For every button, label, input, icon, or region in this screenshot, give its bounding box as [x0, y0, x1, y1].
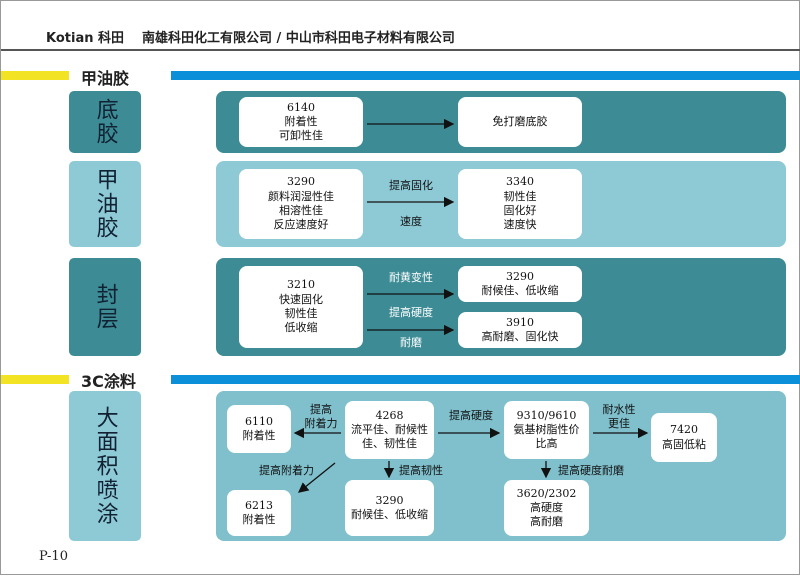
box-text-line: 低收缩	[284, 321, 318, 335]
arrow-label: 耐磨	[400, 336, 422, 349]
box-text-line: 高固低粘	[662, 437, 706, 451]
arrow-label: 提高固化	[389, 179, 433, 192]
box-text-line: 3620/2302	[516, 486, 577, 500]
row-label-spray: 大面积喷涂	[69, 391, 141, 541]
row-label-nail-gel: 甲油胶	[69, 161, 141, 247]
section-bar-blue	[171, 71, 800, 80]
box-text-line: 高耐磨	[530, 515, 563, 529]
box-text-line: 3290	[375, 493, 404, 507]
box-text-line: 反应速度好	[273, 218, 329, 232]
box-text-line: 耐候佳、低收缩	[351, 508, 428, 521]
arrow-label: 提高附着力	[259, 464, 314, 477]
box-text-line: 3340	[506, 175, 534, 189]
arrow-label: 耐黄变性	[389, 271, 433, 284]
box-text-line: 固化好	[503, 204, 537, 217]
row-label-topcoat: 封层	[69, 258, 141, 356]
page-header: Kotian 科田 南雄科田化工有限公司 / 中山市科田电子材料有限公司	[46, 27, 473, 46]
section-bar-yellow	[1, 71, 69, 80]
page-number: P-10	[39, 549, 68, 564]
box-text-line: 氨基树脂性价	[513, 422, 580, 436]
section-title-nail-gel: 甲油胶	[81, 69, 130, 88]
header-divider	[1, 49, 800, 51]
box-text-line: 相溶性佳	[279, 204, 323, 217]
box-text-line: 附着性	[284, 114, 318, 128]
box-text-line: 免打磨底胶	[492, 114, 548, 128]
box-text-line: 韧性佳	[503, 189, 537, 203]
box-text-line: 流平佳、耐候性	[351, 422, 428, 436]
section-bar-yellow	[1, 375, 69, 384]
box-text-line: 速度快	[503, 218, 537, 232]
arrow-label: 提高硬度耐磨	[558, 464, 624, 477]
box-text-line: 3210	[287, 278, 315, 292]
section-bar-blue	[171, 375, 800, 384]
arrow-label: 速度	[400, 215, 422, 228]
box-text-line: 附着性	[242, 513, 276, 526]
box-text-line: 快速固化	[279, 292, 323, 306]
box-text-line: 6213	[245, 498, 273, 512]
arrow-label: 提高硬度	[449, 409, 493, 422]
box-text-line: 附着性	[242, 429, 276, 442]
box-text-line: 韧性佳	[284, 307, 318, 320]
arrow-label: 耐水性 更佳	[602, 403, 636, 431]
company-names: 南雄科田化工有限公司 / 中山市科田电子材料有限公司	[142, 31, 455, 46]
arrow-label: 提高硬度	[389, 306, 433, 319]
box-text-line: 颜料润湿性佳	[268, 189, 334, 203]
box-text-line: 9310/9610	[516, 408, 577, 422]
arrow-label: 提高韧性	[399, 464, 443, 477]
product-box-primer: 免打磨底胶	[458, 97, 582, 147]
box-text-line: 高硬度	[530, 500, 563, 514]
brand: Kotian 科田	[46, 31, 125, 46]
box-text-line: 比高	[535, 437, 558, 451]
row-label-base: 底胶	[69, 91, 141, 153]
box-text-line: 可卸性佳	[279, 129, 323, 143]
box-text-line: 耐候佳、低收缩	[481, 284, 559, 297]
section-title-3c-coating: 3C涂料	[81, 372, 136, 391]
box-text-line: 3290	[287, 175, 315, 189]
box-text-line: 6110	[245, 414, 273, 428]
box-text-line: 佳、韧性佳	[362, 437, 417, 451]
box-text-line: 3910	[506, 315, 534, 329]
box-text-line: 高耐磨、固化快	[481, 330, 559, 343]
box-text-line: 7420	[670, 423, 698, 437]
box-text-line: 3290	[506, 269, 534, 283]
arrow-label: 提高 附着力	[304, 403, 338, 431]
box-text-line: 6140	[287, 100, 315, 114]
box-text-line: 4268	[375, 408, 404, 422]
